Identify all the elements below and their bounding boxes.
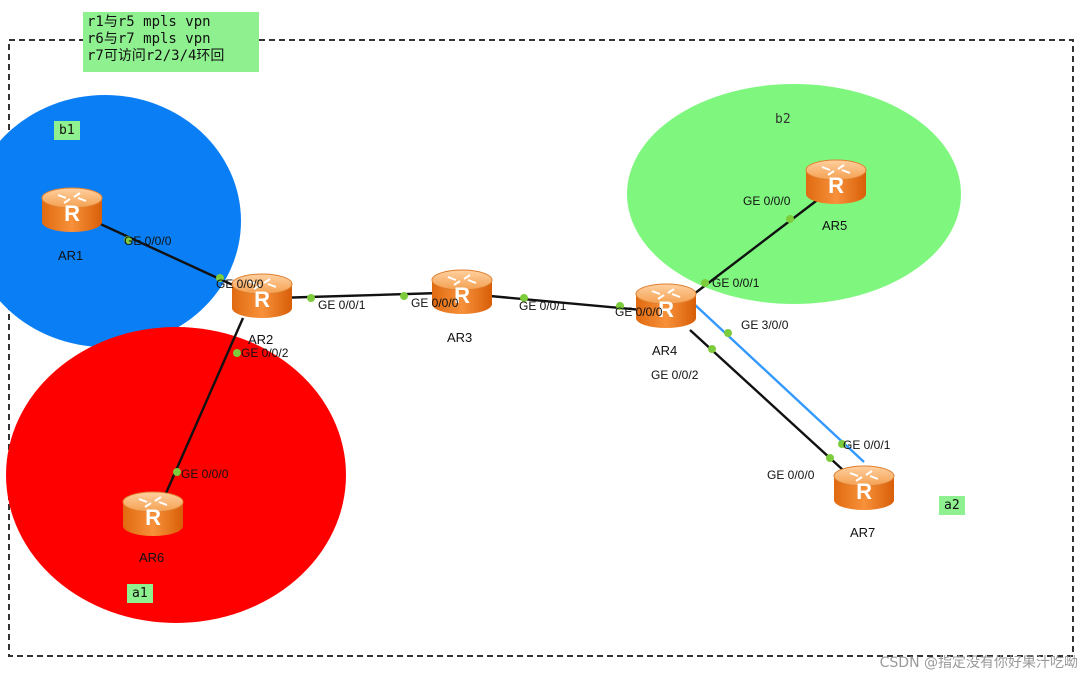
- port-label-ar4-ge001: GE 0/0/1: [712, 276, 760, 290]
- link-ar4-ar5: [689, 197, 821, 298]
- port-label-ar7-ge000: GE 0/0/0: [767, 468, 815, 482]
- router-label-ar3: AR3: [447, 330, 473, 345]
- port-dot: [307, 294, 315, 302]
- port-dots: [124, 215, 846, 476]
- router-icon[interactable]: [41, 187, 103, 233]
- area-label-b1: b1: [54, 121, 80, 140]
- port-dot: [520, 294, 528, 302]
- port-label-ar4-ge300: GE 3/0/0: [741, 318, 789, 332]
- area-label-a1: a1: [127, 584, 153, 603]
- port-dot: [400, 292, 408, 300]
- link-ar4-ar7-ge300: [692, 302, 865, 463]
- note-line: r1与r5 mpls vpn: [87, 14, 211, 30]
- port-label-ar6-ge000: GE 0/0/0: [181, 467, 229, 481]
- topology-boundary: [8, 39, 1074, 657]
- area-label-b2: b2: [775, 112, 791, 127]
- port-dot: [616, 302, 624, 310]
- port-dot: [124, 236, 132, 244]
- router-label-ar6: AR6: [139, 550, 165, 565]
- port-dot: [838, 440, 846, 448]
- port-dot: [173, 468, 181, 476]
- watermark: CSDN @指定没有你好果汁吃呦: [879, 655, 1078, 671]
- router-label-ar2: AR2: [248, 332, 274, 347]
- port-dot: [724, 329, 732, 337]
- port-dot: [826, 454, 834, 462]
- router-label-ar4: AR4: [652, 343, 678, 358]
- port-label-ar2-ge002: GE 0/0/2: [241, 346, 289, 360]
- port-label-ar4-ge002: GE 0/0/2: [651, 368, 699, 382]
- note-line: r7可访问r2/3/4环回: [87, 48, 225, 64]
- requirements-note: r1与r5 mpls vpn r6与r7 mpls vpn r7可访问r2/3/…: [83, 12, 259, 72]
- router-label-ar5: AR5: [822, 218, 848, 233]
- note-line: r6与r7 mpls vpn: [87, 31, 211, 47]
- link-ar4-ar7-ge002: [689, 329, 844, 471]
- port-dot: [701, 279, 709, 287]
- port-label-ar2-ge001: GE 0/0/1: [318, 298, 366, 312]
- port-label-ar2-ge000: GE 0/0/0: [216, 277, 264, 291]
- port-label-ar5-ge000: GE 0/0/0: [743, 194, 791, 208]
- router-icon[interactable]: [122, 491, 184, 537]
- router-label-ar1: AR1: [58, 248, 84, 263]
- area-label-a2: a2: [939, 496, 965, 515]
- port-label-ar3-ge000: GE 0/0/0: [411, 296, 459, 310]
- link-ar2-ar3: [275, 291, 441, 300]
- port-dot: [216, 274, 224, 282]
- port-dot: [708, 345, 716, 353]
- port-label-ar3-ge001: GE 0/0/1: [519, 299, 567, 313]
- area-b2: [627, 84, 961, 304]
- router-icon[interactable]: [805, 159, 867, 205]
- router-icon[interactable]: [833, 465, 895, 511]
- port-label-ar7-ge001: GE 0/0/1: [843, 438, 891, 452]
- area-b1: [0, 95, 241, 347]
- port-dot: [233, 349, 241, 357]
- port-dot: [786, 215, 794, 223]
- port-label-ar1-ge000: GE 0/0/0: [124, 234, 172, 248]
- router-label-ar7: AR7: [850, 525, 876, 540]
- port-label-ar4-ge000: GE 0/0/0: [615, 305, 663, 319]
